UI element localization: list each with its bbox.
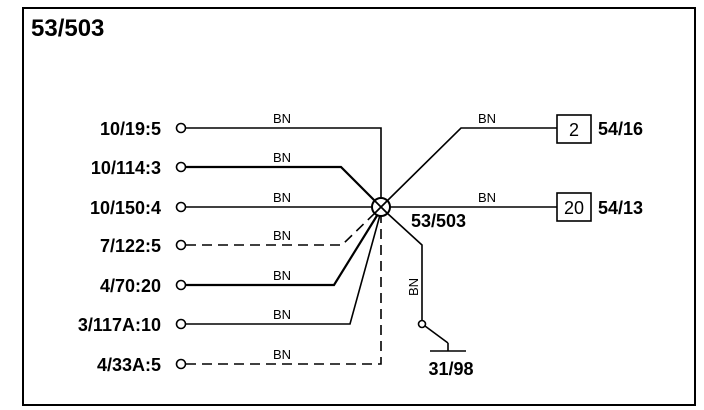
wire-color-label: BN bbox=[478, 111, 496, 126]
diagram-title: 53/503 bbox=[31, 15, 104, 42]
connector-label-54-16: 54/16 bbox=[598, 119, 643, 139]
connector-label-4-33a-5: 4/33A:5 bbox=[97, 355, 161, 375]
wire-3-117a-10 bbox=[186, 214, 381, 325]
diagram-frame bbox=[22, 7, 696, 406]
wire-color-label: BN bbox=[273, 150, 291, 165]
terminal-circle bbox=[175, 161, 187, 173]
wire-4-70-20 bbox=[186, 213, 379, 287]
wire-10-19-5 bbox=[186, 127, 382, 200]
wire-color-label: BN bbox=[478, 190, 496, 205]
terminal-circle bbox=[175, 358, 187, 370]
connector-label-10-19-5: 10/19:5 bbox=[100, 119, 161, 139]
ground-terminal-circle bbox=[417, 319, 427, 329]
connector-label-4-70-20: 4/70:20 bbox=[100, 276, 161, 296]
terminal-circle bbox=[175, 122, 187, 134]
terminal-circle bbox=[175, 239, 187, 251]
connector-box-20 bbox=[556, 192, 592, 222]
splice-node-label: 53/503 bbox=[411, 211, 466, 231]
terminal-circle bbox=[175, 279, 187, 291]
wire-color-label: BN bbox=[406, 278, 421, 296]
wire-ground bbox=[386, 212, 423, 320]
wire-color-label: BN bbox=[273, 228, 291, 243]
wire-7-122-5 bbox=[186, 211, 377, 246]
wire-54-16 bbox=[385, 127, 557, 203]
connector-label-7-122-5: 7/122:5 bbox=[100, 236, 161, 256]
connector-box-2 bbox=[556, 114, 592, 144]
connector-box-number: 2 bbox=[569, 120, 579, 140]
wire-color-label: BN bbox=[273, 111, 291, 126]
connector-label-10-150-4: 10/150:4 bbox=[90, 198, 161, 218]
wire-color-label: BN bbox=[273, 307, 291, 322]
terminal-circle bbox=[175, 201, 187, 213]
wire-color-label: BN bbox=[273, 190, 291, 205]
splice-node bbox=[371, 197, 391, 217]
connector-box-number: 20 bbox=[564, 198, 584, 218]
ground-label-31-98: 31/98 bbox=[428, 359, 473, 379]
wire-color-label: BN bbox=[273, 268, 291, 283]
wire-4-33a-5 bbox=[186, 215, 382, 365]
ground-symbol bbox=[424, 325, 466, 352]
connector-label-3-117a-10: 3/117A:10 bbox=[78, 315, 161, 335]
connector-label-54-13: 54/13 bbox=[598, 198, 643, 218]
connector-label-10-114-3: 10/114:3 bbox=[91, 158, 161, 178]
terminal-circle bbox=[175, 318, 187, 330]
wire-10-114-3 bbox=[186, 165, 377, 203]
wire-color-label: BN bbox=[273, 347, 291, 362]
